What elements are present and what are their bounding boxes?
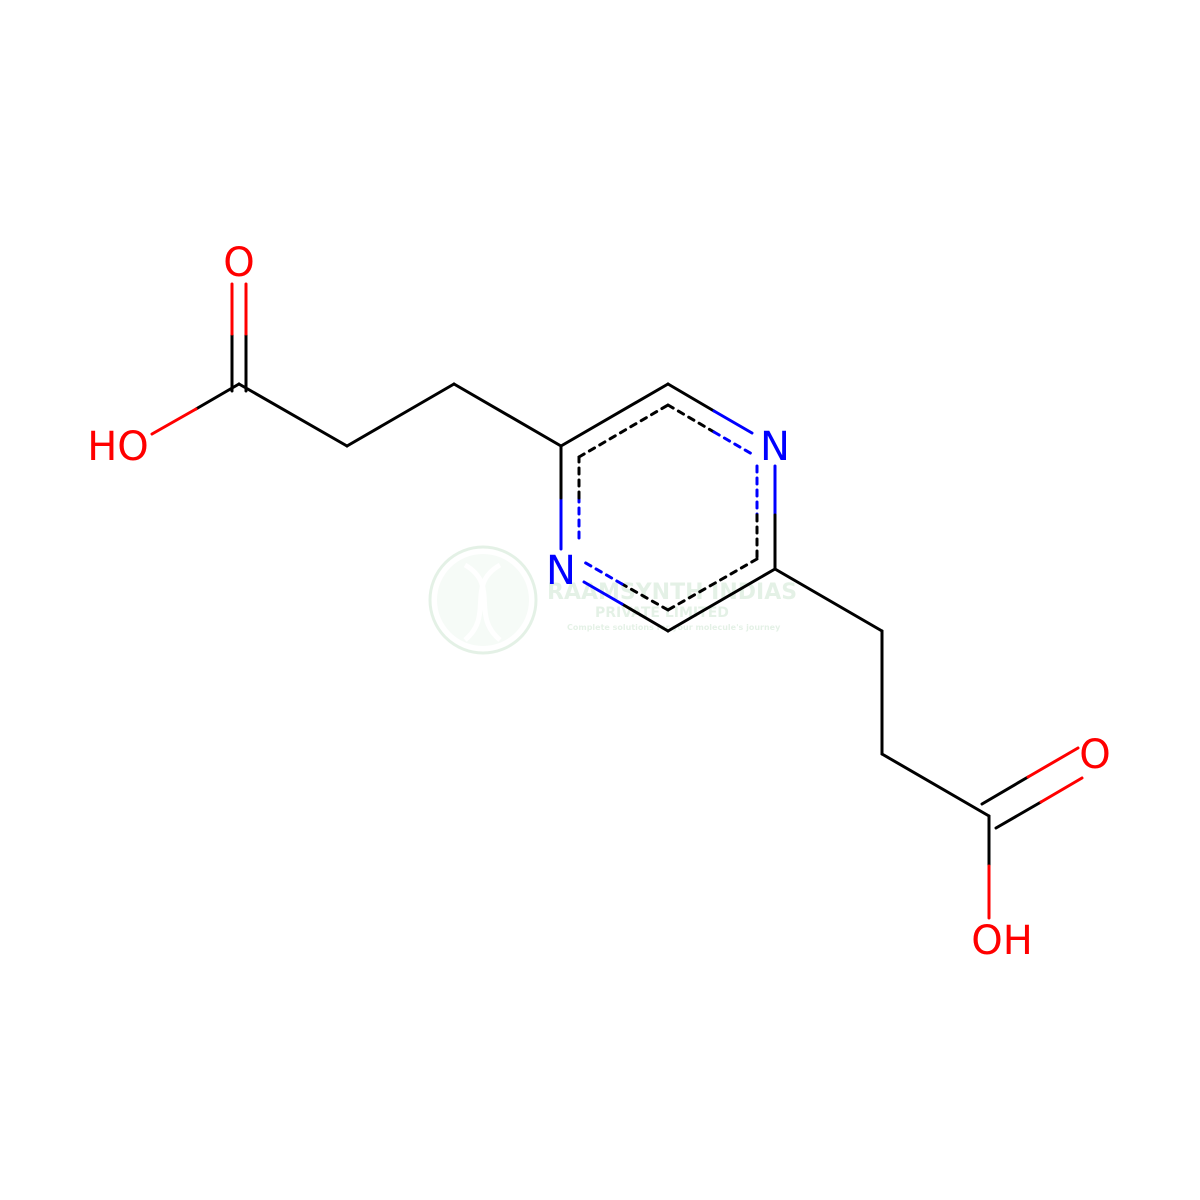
atom-o-top: O (223, 240, 254, 286)
bond-co-double-right-a (980, 775, 1030, 806)
aromatic-dashes (577, 403, 759, 612)
watermark-circle (428, 545, 538, 655)
bond-co-double-right-a-red (1026, 746, 1080, 779)
bond-ch2-ring (452, 382, 563, 448)
bond-c-oh (194, 382, 241, 411)
atom-labels: O HO N N O OH (87, 240, 1111, 964)
ring-bond-c4-n (620, 602, 670, 633)
bond-ring-ch2 (773, 567, 884, 633)
bond-c-oh-red (150, 407, 198, 436)
watermark-disc (437, 554, 529, 646)
ring-bond-c3-c4 (666, 567, 777, 633)
ring-bond-c2-n (666, 382, 716, 413)
atom-n-upper: N (760, 424, 790, 470)
bond-ch2-ch2 (345, 382, 456, 448)
atom-oh-left: HO (87, 424, 149, 470)
ring-bond-c4-n-blue (582, 580, 624, 606)
bond-ch2-c-right (880, 752, 991, 818)
atom-oh-bottom: OH (971, 918, 1033, 964)
bond-co-double-right-b-red (1039, 776, 1084, 804)
bond-c-ch2 (237, 382, 349, 448)
ring-bond-c1-c2 (559, 382, 670, 448)
bonds (150, 282, 1084, 920)
ring-bond-c2-n-blue (712, 409, 754, 435)
dna-icon (463, 562, 502, 642)
atom-o-right: O (1079, 732, 1110, 778)
atom-n-lower: N (546, 548, 576, 594)
bond-co-double-right-b (994, 800, 1043, 830)
